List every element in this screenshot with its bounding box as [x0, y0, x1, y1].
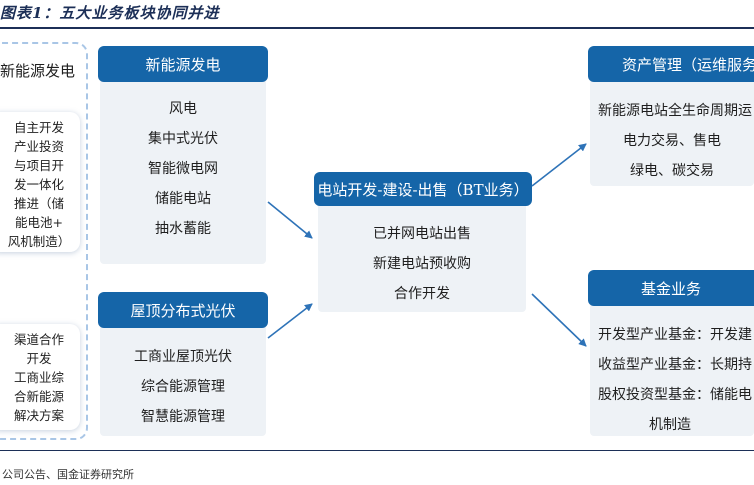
left-box1-line: 风机制造） — [7, 234, 71, 249]
left-box-self-development: 自主开发 产业投资 与项目开 发一体化 推进（储 能电池+ 风机制造） — [0, 112, 80, 252]
asset-item: 绿电、碳交易 — [630, 163, 714, 179]
rooftop-list: 工商业屋顶光伏 综合能源管理 智慧能源管理 — [100, 342, 266, 432]
power-gen-item: 抽水蓄能 — [155, 221, 211, 237]
bt-item: 合作开发 — [394, 286, 450, 302]
bt-header: 电站开发-建设-出售（BT业务） — [314, 172, 532, 206]
rooftop-item: 智慧能源管理 — [141, 409, 225, 425]
fund-item: 收益型产业基金：长期持 — [598, 357, 752, 373]
arrow-rooftop-to-bt — [267, 303, 313, 339]
fund-panel — [590, 294, 754, 436]
left-box-channel-cooperation: 渠道合作 开发 工商业综 合新能源 解决方案 — [0, 324, 80, 430]
fund-item: 股权投资型基金：储能电 — [598, 387, 752, 403]
power-gen-list: 风电 集中式光伏 智能微电网 储能电站 抽水蓄能 — [100, 94, 266, 244]
rooftop-panel — [100, 318, 266, 436]
asset-list: 新能源电站全生命周期运 电力交易、售电 绿电、碳交易 — [590, 96, 754, 186]
asset-item: 电力交易、售电 — [623, 133, 721, 149]
left-box2-line: 解决方案 — [13, 408, 64, 423]
rooftop-header: 屋顶分布式光伏 — [98, 292, 268, 328]
bt-item: 新建电站预收购 — [373, 256, 471, 272]
arrow-power-gen-to-bt — [267, 201, 313, 239]
power-gen-header: 新能源发电 — [98, 46, 268, 82]
asset-panel — [590, 70, 754, 186]
left-box2-line: 工商业综 — [13, 370, 64, 385]
rooftop-item: 综合能源管理 — [141, 379, 225, 395]
arrow-bt-to-fund — [531, 293, 587, 347]
top-rule — [0, 27, 754, 29]
left-box2-line: 渠道合作 — [13, 332, 64, 347]
left-box2-line: 合新能源 — [13, 389, 64, 404]
power-gen-item: 储能电站 — [155, 191, 211, 207]
left-box2-line: 开发 — [26, 351, 52, 366]
power-gen-panel — [100, 74, 266, 264]
fund-header: 基金业务 — [588, 270, 754, 306]
fund-item: 开发型产业基金：开发建 — [598, 327, 752, 343]
left-box1-line: 发一体化 — [13, 177, 64, 192]
left-group-title: 新能源发电 — [0, 62, 76, 80]
asset-header: 资产管理（运维服务 — [588, 46, 754, 82]
left-box1-line: 自主开发 — [13, 120, 64, 135]
left-box1-line: 与项目开 — [13, 158, 64, 173]
fund-list: 开发型产业基金：开发建 收益型产业基金：长期持 股权投资型基金：储能电 机制造 — [598, 320, 754, 440]
power-gen-item: 智能微电网 — [148, 161, 218, 177]
bt-item: 已并网电站出售 — [373, 226, 471, 242]
fund-item: 机制造 — [649, 417, 691, 433]
power-gen-item: 风电 — [169, 101, 197, 117]
bt-list: 已并网电站出售 新建电站预收购 合作开发 — [318, 219, 526, 309]
left-box1-line: 推进（储 — [13, 196, 64, 211]
asset-item: 新能源电站全生命周期运 — [598, 103, 752, 119]
power-gen-item: 集中式光伏 — [148, 131, 218, 147]
bt-panel — [318, 196, 526, 312]
rooftop-item: 工商业屋顶光伏 — [134, 349, 232, 365]
arrow-bt-to-asset — [531, 143, 587, 187]
source-note: 公司公告、国金证券研究所 — [2, 468, 134, 481]
left-box1-line: 能电池+ — [15, 215, 63, 230]
bottom-rule — [0, 450, 754, 451]
figure-title: 图表1：五大业务板块协同并进 — [0, 4, 220, 22]
left-dashed-group — [0, 42, 88, 440]
left-box1-line: 产业投资 — [13, 139, 64, 154]
